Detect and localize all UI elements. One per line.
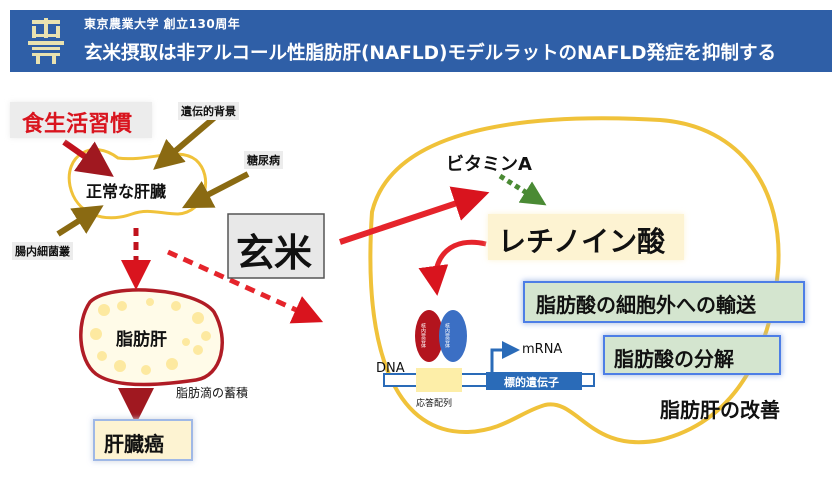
brown-rice-arrow [339,186,490,245]
diabetes-arrow [182,171,250,209]
gut-flora-label: 腸内細菌叢 [12,242,73,260]
cancer-label: 肝臓癌 [104,432,164,456]
normal-liver-label: 正常な肝臓 [86,182,167,201]
dna-label: DNA [376,361,405,376]
export-label: 脂肪酸の細胞外への輸送 [536,293,756,317]
lifestyle-box [10,102,152,138]
cancer-box [93,419,193,461]
vitamin-a-label: ビタミンA [446,154,532,175]
retinoic-acid-arrow [418,239,487,296]
nuclear-receptor-red [415,310,443,362]
fatty-liver-shape [79,288,224,387]
university-name: 東京農業大学 創立130周年 [84,17,241,31]
dashed-arrow-to-mechanism [166,249,324,324]
breakdown-label: 脂肪酸の分解 [614,347,734,371]
fatty-liver-label: 脂肪肝 [116,330,167,350]
retinoic-acid-label: レチノイン酸 [498,225,666,258]
title-banner: 東京農業大学 創立130周年 玄米摂取は非アルコール性脂肪肝(NAFLD)モデル… [10,10,832,72]
university-logo-icon [28,18,64,64]
lifestyle-arrow [62,139,114,177]
vitamin-a-arrow [498,173,547,206]
diabetes-label: 糖尿病 [244,151,283,169]
nuclear-receptor-blue [439,310,467,362]
genetic-arrow [153,115,216,170]
improvement-label: 脂肪肝の改善 [660,398,780,422]
export-box [523,281,805,323]
mrna-label: mRNA [522,342,563,357]
large-liver-outline [368,116,781,445]
brown-rice-box [227,213,325,279]
gut-flora-arrow [56,205,104,237]
lifestyle-label: 食生活習慣 [22,112,133,137]
breakdown-box [603,335,781,375]
target-gene [486,372,582,390]
transcription-arrow [490,341,520,372]
receptor-label-2: 核内受容体 [444,323,450,348]
fat-droplets [90,298,211,375]
retinoic-acid-box [488,214,684,260]
target-gene-label: 標的遺伝子 [504,376,559,389]
response-element [416,368,462,392]
receptor-label-1: 核内受容体 [420,323,426,348]
page-title: 玄米摂取は非アルコール性脂肪肝(NAFLD)モデルラットのNAFLD発症を抑制す… [84,43,777,64]
response-element-label: 応答配列 [416,399,453,409]
droplets-label: 脂肪滴の蓄積 [176,386,249,400]
brown-rice-label: 玄米 [236,231,313,275]
genetic-label: 遺伝的背景 [178,102,239,120]
